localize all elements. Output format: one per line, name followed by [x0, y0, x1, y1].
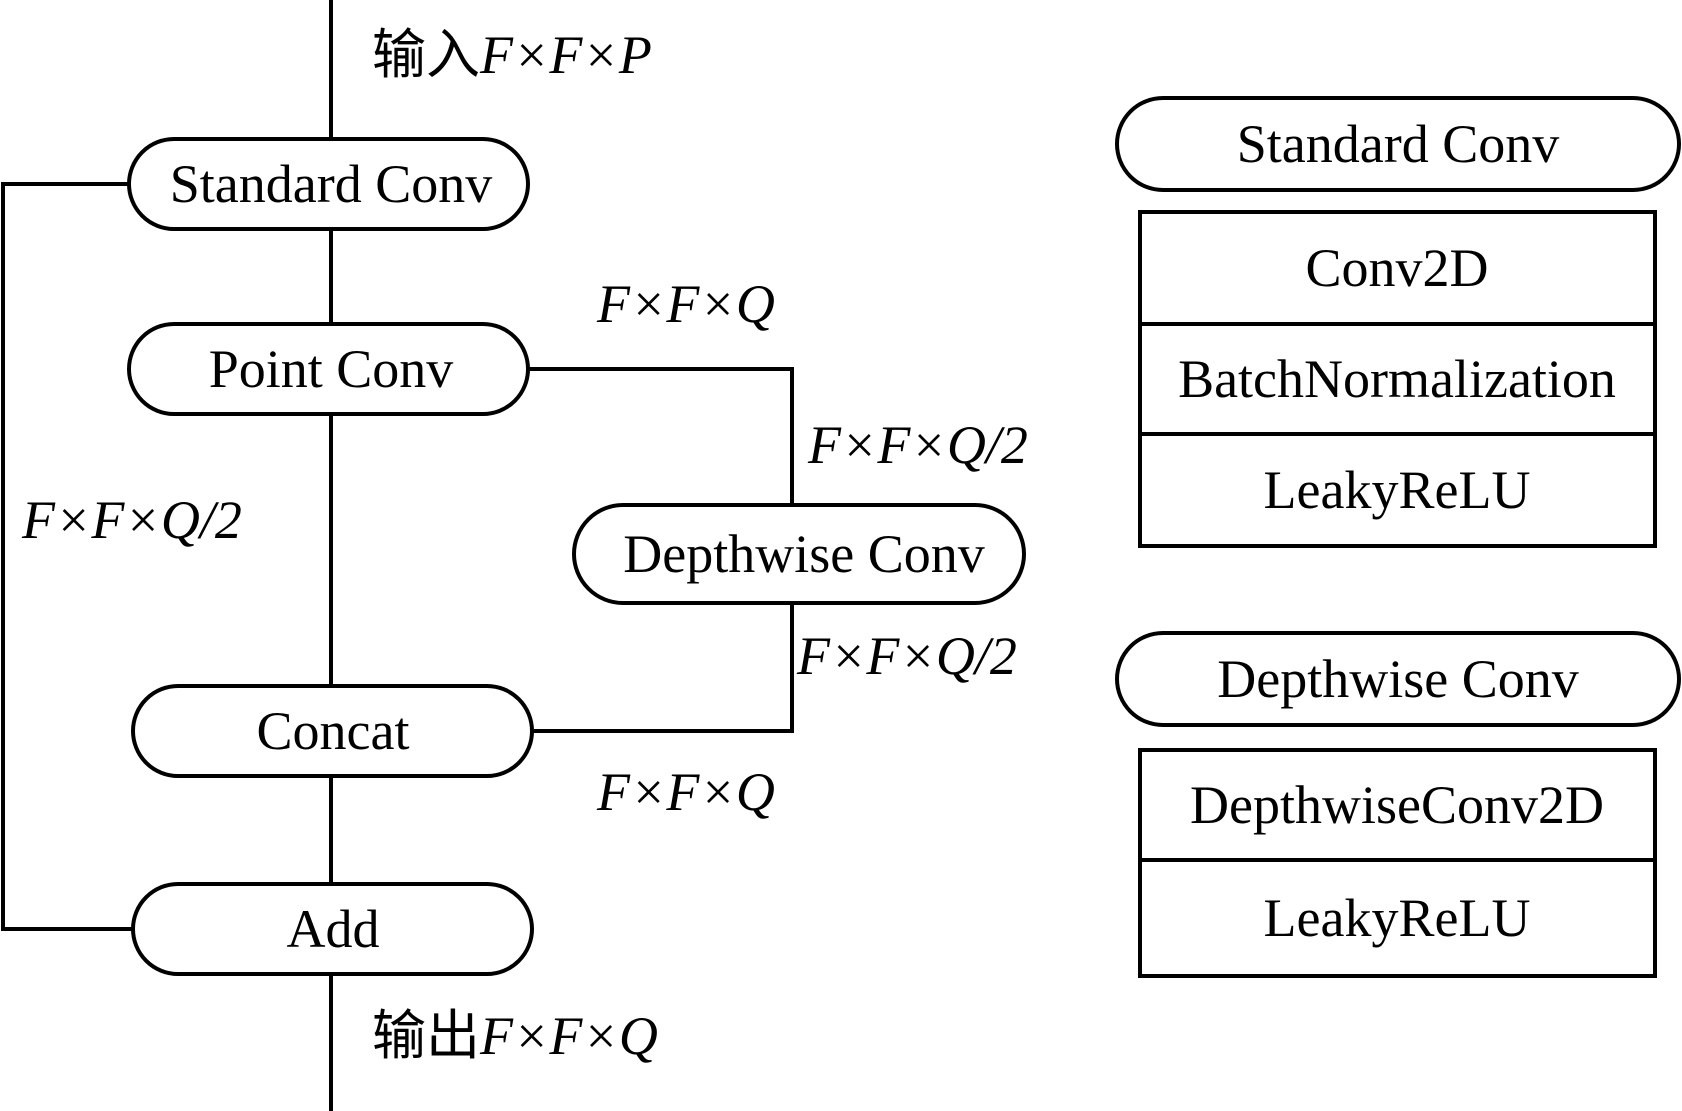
node-concat: Concat [131, 684, 534, 778]
legend-title: Depthwise Conv [1217, 649, 1578, 709]
legend-layer-box [1138, 748, 1657, 862]
node-label: Add [287, 899, 380, 959]
node-standard-conv: Standard Conv [127, 137, 530, 231]
skip-connection-line [1, 182, 133, 931]
legend-standard-conv: Standard Conv Conv2D BatchNormalization … [1115, 96, 1681, 548]
legend-layer-box [1138, 322, 1657, 436]
connectors [1, 0, 794, 1111]
legend-title-box [1115, 631, 1681, 727]
edge-label-point-out: F×F×Q [596, 274, 775, 334]
node-point-conv: Point Conv [127, 322, 530, 416]
legend-layer: DepthwiseConv2D [1190, 775, 1604, 835]
node-label: Concat [257, 701, 410, 761]
legend-layer: BatchNormalization [1178, 349, 1616, 409]
node-add: Add [131, 882, 534, 976]
depthwise-to-concat-line [532, 603, 794, 733]
legend-layer-box [1138, 432, 1657, 548]
legend-depthwise-conv: Depthwise Conv DepthwiseConv2D LeakyReLU [1115, 631, 1681, 978]
edge-label-depthwise-to-concat: F×F×Q/2 [796, 626, 1017, 686]
legend-title-box [1115, 96, 1681, 192]
point-to-depthwise-line [528, 367, 794, 505]
legend-title: Standard Conv [1237, 114, 1559, 174]
edge-label-point-to-concat: F×F×Q/2 [21, 490, 242, 550]
output-label: 输出F×F×Q [372, 1004, 658, 1067]
node-depthwise-conv: Depthwise Conv [572, 503, 1026, 605]
legend-layer: LeakyReLU [1264, 460, 1531, 520]
node-label: Point Conv [209, 339, 454, 399]
edge-label-point-to-depthwise: F×F×Q/2 [807, 415, 1028, 475]
node-label: Standard Conv [170, 154, 492, 214]
input-label: 输入F×F×P [372, 23, 652, 86]
legend-layer: Conv2D [1305, 238, 1488, 298]
node-label: Depthwise Conv [623, 524, 984, 584]
legend-layer: LeakyReLU [1264, 888, 1531, 948]
edge-label-concat-out: F×F×Q [596, 762, 775, 822]
legend-layer-box [1138, 858, 1657, 978]
